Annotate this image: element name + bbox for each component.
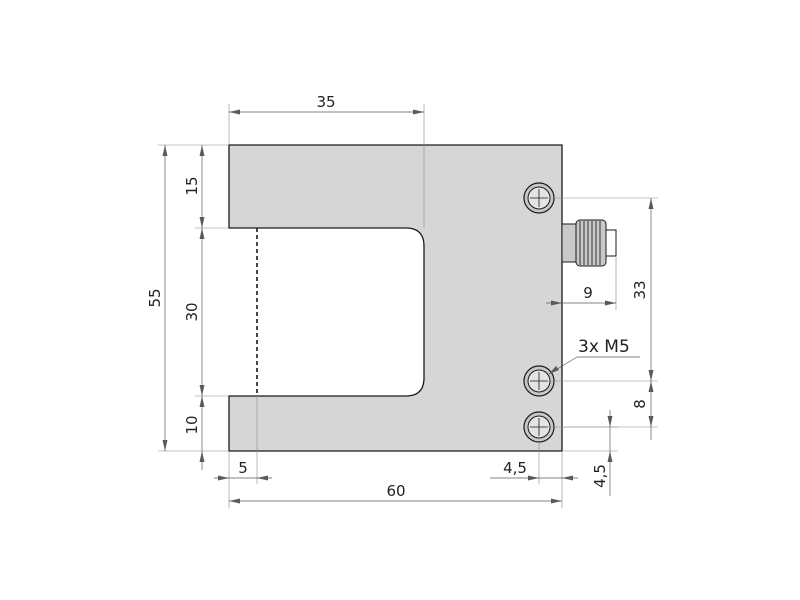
dimension-label: 10: [183, 415, 201, 434]
dimension-label: 8: [631, 399, 649, 409]
callout-label: 3x M5: [578, 337, 630, 357]
dimension-label: 4,5: [503, 459, 527, 477]
dimension-hole-spacing: 33 8: [554, 197, 658, 440]
dimension-label: 30: [183, 302, 201, 321]
dimension-chain-left: 15 30 10: [183, 145, 229, 470]
dimension-label: 5: [238, 459, 248, 477]
dimension-label: 9: [583, 284, 593, 302]
dimension-overall-width: 60: [229, 451, 563, 508]
mounting-hole-top: [523, 182, 555, 214]
dimension-label: 33: [631, 280, 649, 299]
mounting-hole-bottom: [523, 411, 555, 443]
dimension-label: 60: [386, 482, 405, 500]
dimension-overall-height: 55: [146, 144, 229, 452]
dimension-label: 35: [316, 93, 335, 111]
dimension-label: 15: [183, 176, 201, 195]
connector: [561, 219, 617, 267]
sensor-body: [228, 144, 563, 452]
thread-callout: 3x M5: [548, 337, 640, 375]
dimension-slot-depth: 35: [228, 93, 425, 228]
dimension-hole-offset-horizontal: 4,5: [490, 442, 578, 484]
dimension-connector-length: 9: [546, 256, 617, 310]
dimension-label: 55: [146, 288, 164, 307]
dimension-hole-offset-vertical: 4,5: [562, 410, 618, 496]
dimension-label: 4,5: [591, 464, 609, 488]
dimension-slot-offset: 5: [214, 396, 272, 508]
mounting-hole-middle: [523, 365, 555, 397]
